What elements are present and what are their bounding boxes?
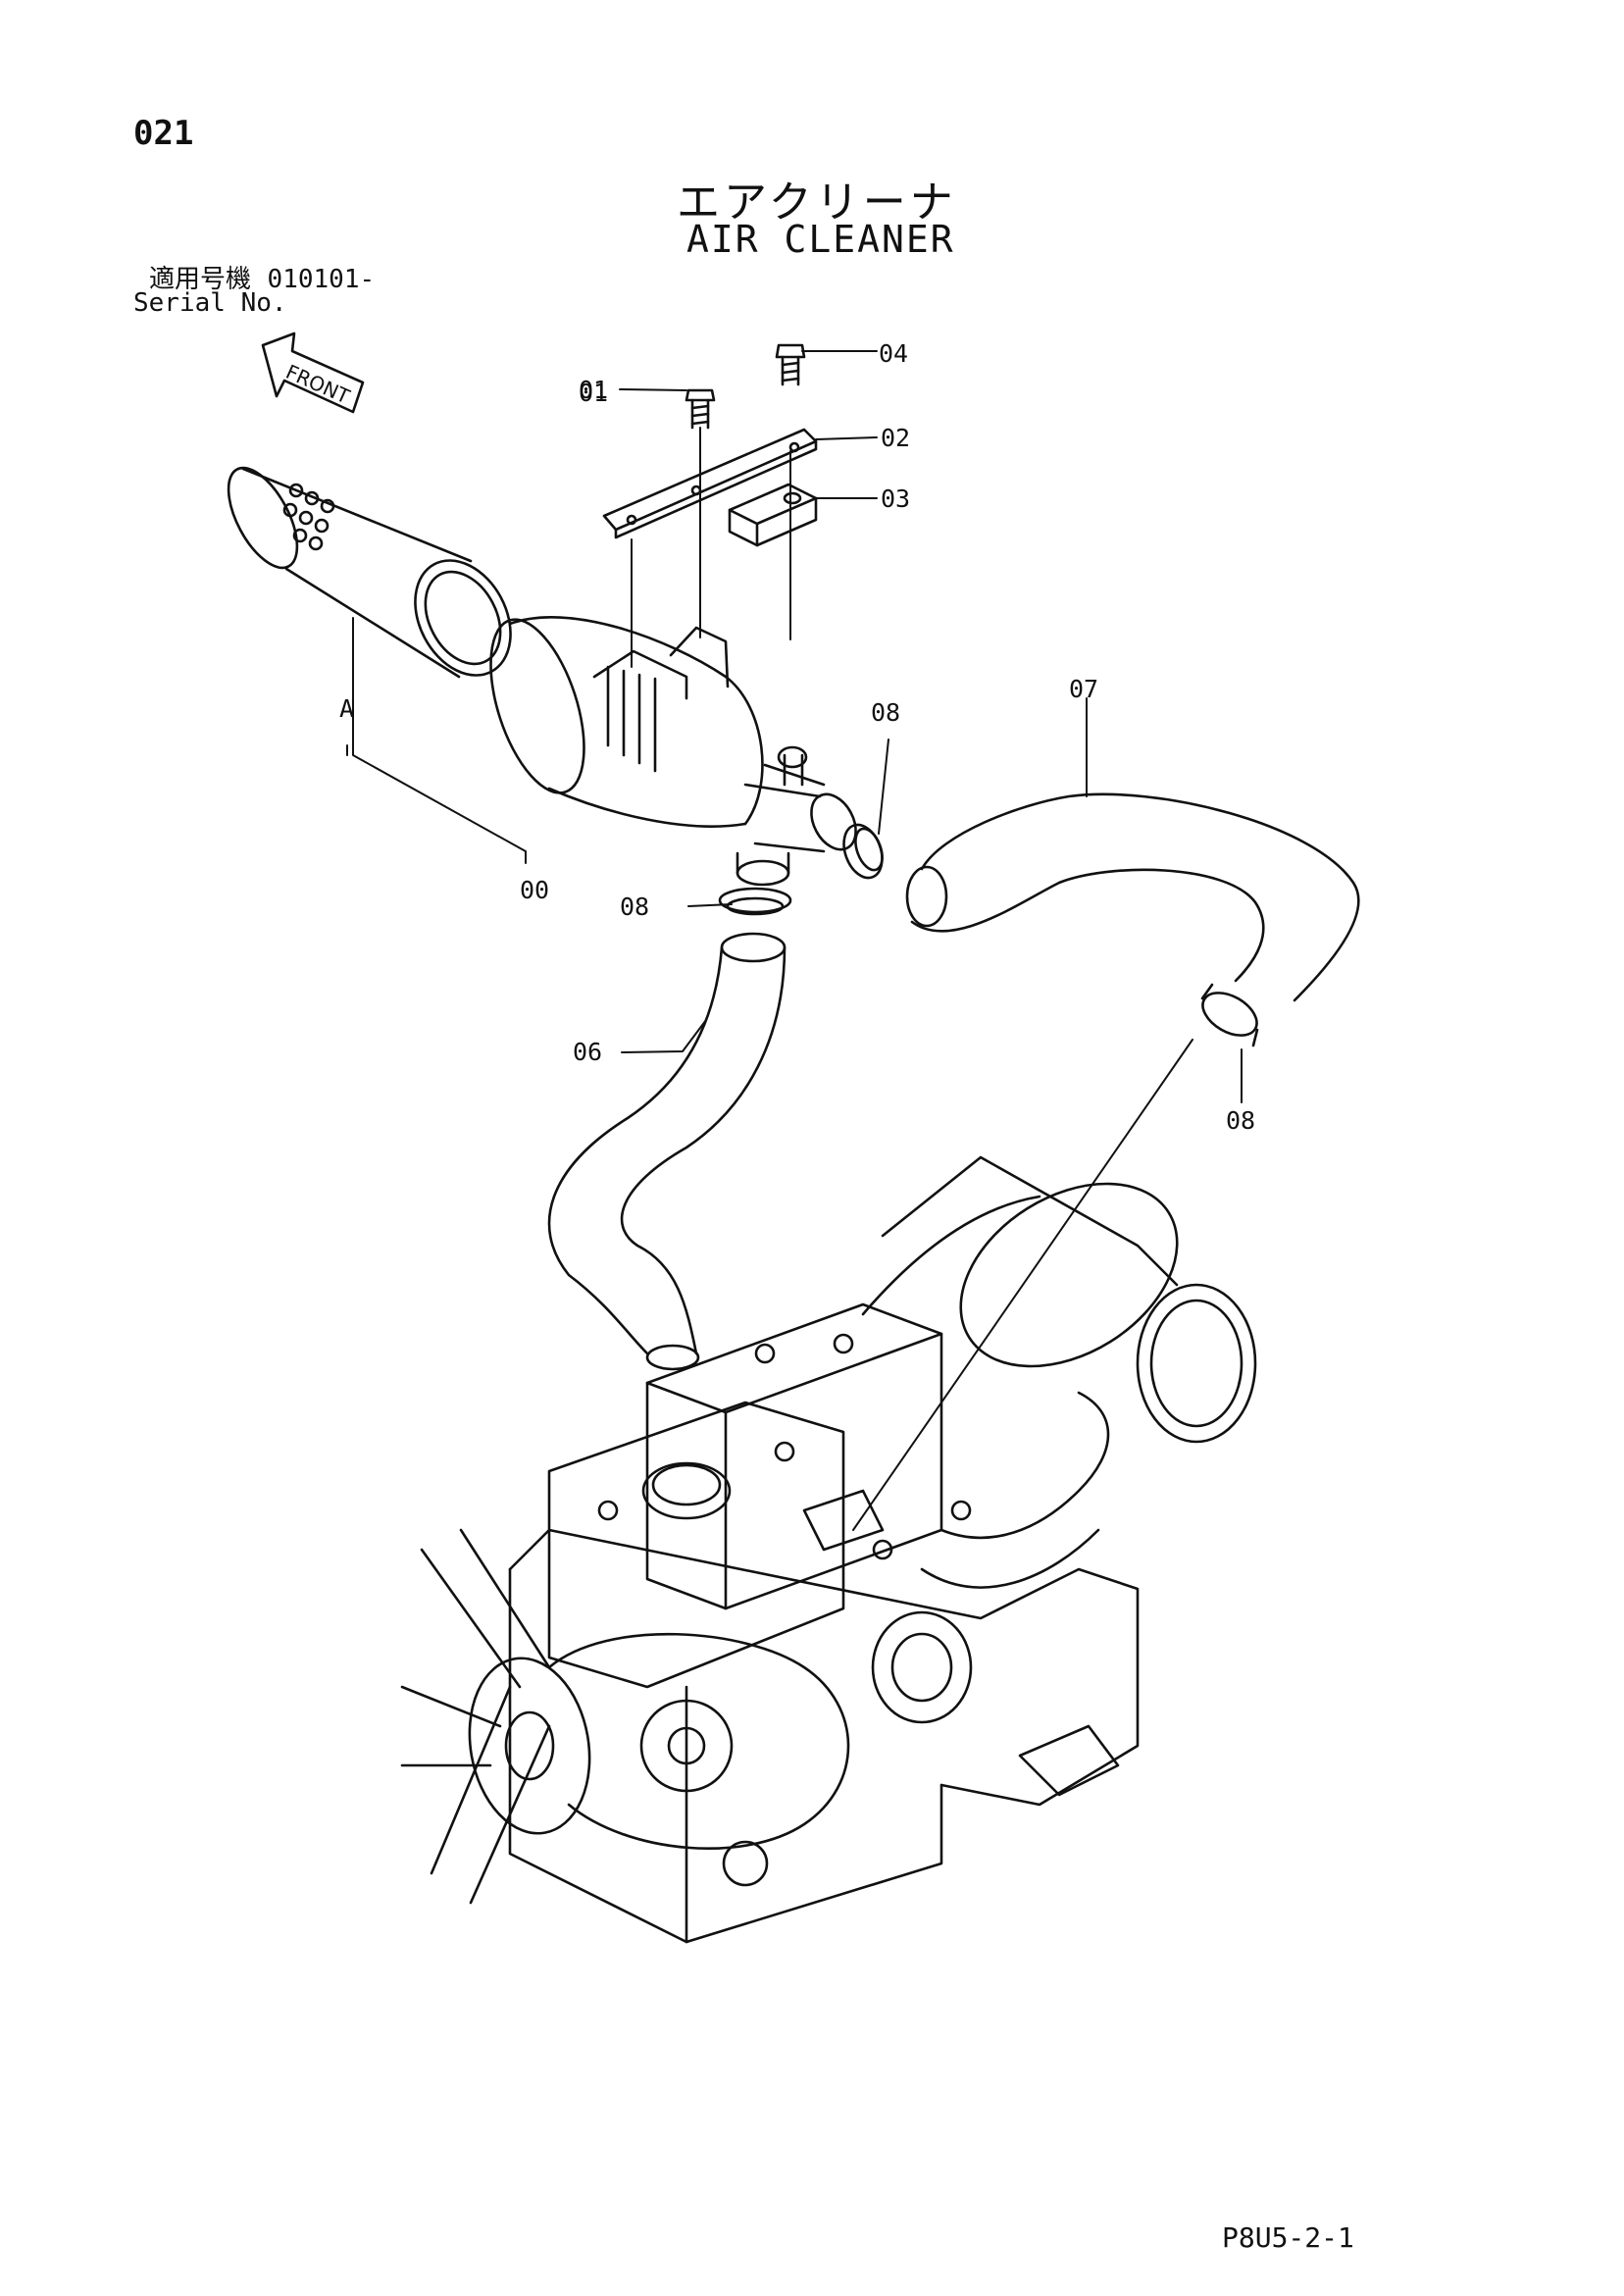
- engine-assembly: [400, 1155, 1257, 1944]
- clamp-08-right: [1200, 983, 1259, 1047]
- page-number: 021: [133, 114, 194, 153]
- callout-08-right-label: 08: [1226, 1106, 1256, 1135]
- page-title-english: AIR CLEANER: [686, 218, 955, 261]
- callout-01: 01: [579, 376, 608, 404]
- serial-label-english: Serial No.: [133, 288, 287, 318]
- callout-00-label: 00: [520, 876, 550, 904]
- callout-a-label: A: [339, 694, 355, 723]
- clamp-08-top: [842, 823, 884, 880]
- callout-03-label: 03: [881, 485, 911, 513]
- air-cleaner-body: [489, 616, 857, 887]
- front-arrow-label: FRONT: [282, 360, 354, 409]
- serial-number-value: 010101-: [267, 265, 376, 294]
- callout-02-label: 02: [881, 424, 911, 452]
- callout-04-label: 04: [879, 339, 909, 368]
- page-title-japanese: エアクリーナ: [677, 178, 957, 228]
- bolt-04: [775, 343, 806, 386]
- footer-page-code: P8U5-2-1: [1222, 2221, 1354, 2254]
- hose-07: [905, 792, 1360, 1002]
- bolt-01: [685, 388, 716, 430]
- callout-labels: 01: [579, 376, 608, 404]
- callout-08-top-label: 08: [871, 698, 901, 727]
- callout-01-label: 01: [579, 379, 609, 407]
- hose-06: [547, 932, 787, 1371]
- callout-08-left-label: 08: [620, 893, 650, 921]
- serial-label-jp-text: 適用号機: [149, 265, 252, 294]
- callout-07-label: 07: [1069, 675, 1099, 703]
- filter-element: [227, 466, 512, 679]
- callout-06-label: 06: [573, 1038, 603, 1066]
- leader-lines: [346, 350, 1243, 1531]
- mounting-bracket: [602, 428, 818, 539]
- front-direction-arrow: FRONT: [261, 332, 365, 414]
- spacer-block: [728, 483, 818, 547]
- serial-label-japanese: 適用号機 010101-: [149, 259, 375, 295]
- clamp-08-left: [718, 887, 792, 916]
